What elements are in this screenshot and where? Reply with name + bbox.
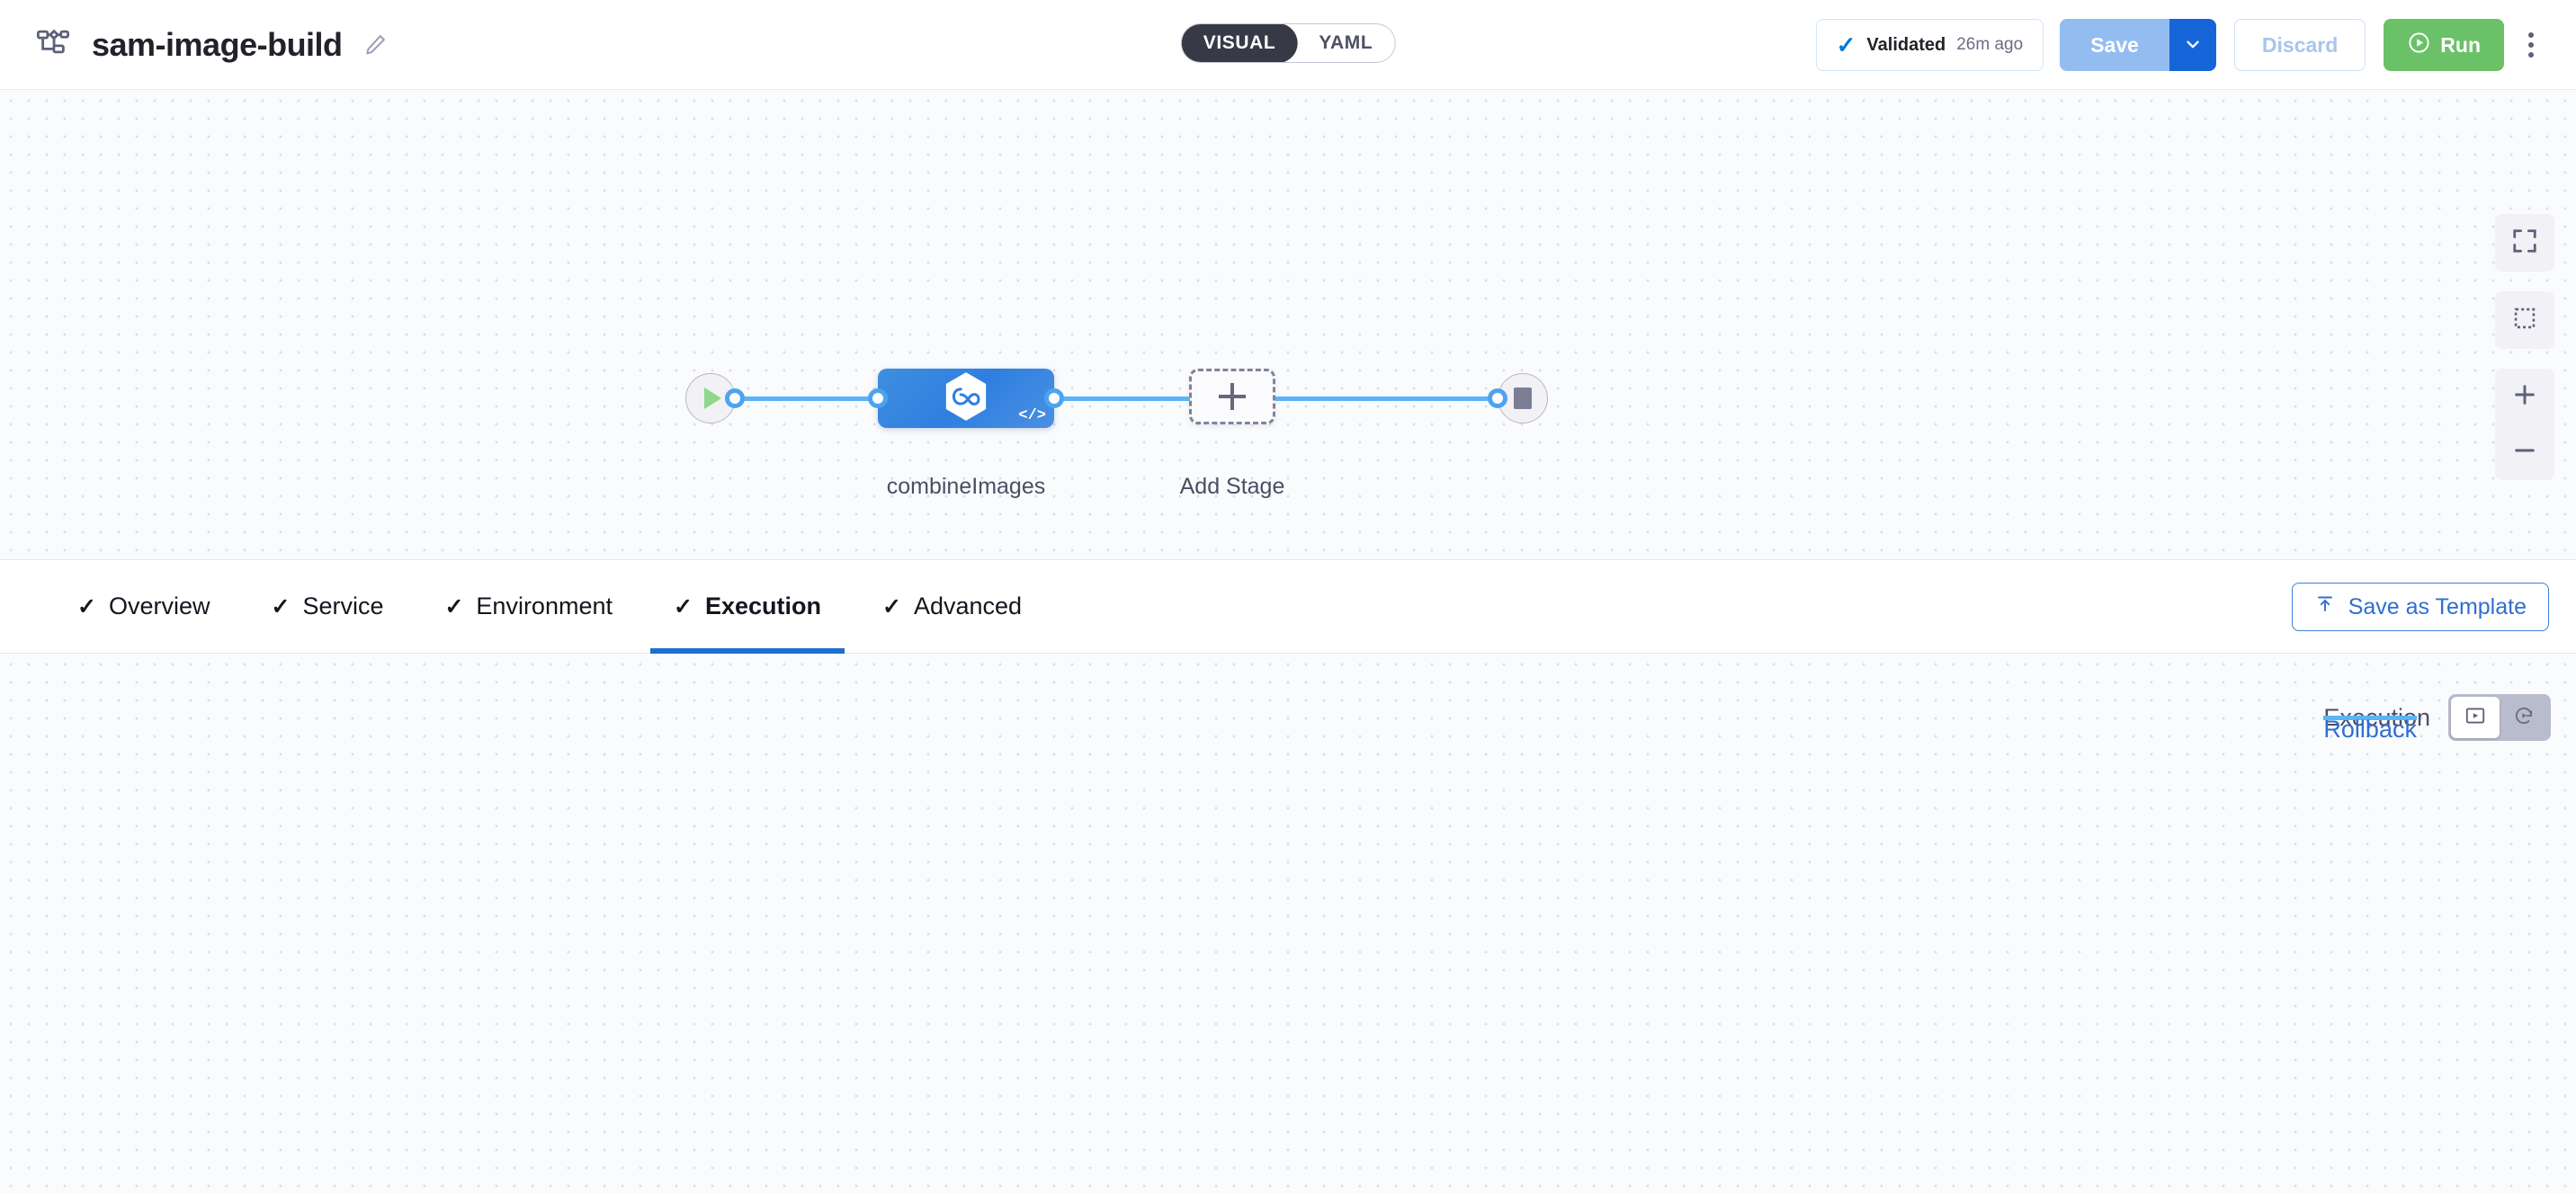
tab-execution[interactable]: ✓ Execution <box>643 559 852 654</box>
check-icon: ✓ <box>674 593 693 619</box>
execution-rollback-switch[interactable] <box>2448 694 2551 741</box>
plus-icon <box>1219 383 1246 410</box>
selection-box-button[interactable] <box>2495 291 2554 349</box>
stage-node-label: combineImages <box>886 474 1046 499</box>
harness-hexagon-icon <box>943 371 989 426</box>
tab-advanced-label: Advanced <box>913 593 1023 619</box>
upload-template-icon <box>2314 593 2336 621</box>
tab-service-label: Service <box>302 593 384 619</box>
connector-stage-to-add <box>1055 397 1190 401</box>
app-header: sam-image-build VISUAL YAML ✓ Validated … <box>0 0 2576 90</box>
chevron-down-icon <box>2183 34 2203 57</box>
status-badge: ✓ Validated 26m ago <box>1815 19 2044 71</box>
header-left-group: sam-image-build <box>34 26 388 64</box>
add-stage-button[interactable] <box>1189 369 1275 424</box>
execution-play-icon <box>2464 704 2487 732</box>
add-stage-label: Add Stage <box>1179 474 1285 499</box>
run-label: Run <box>2440 32 2481 57</box>
rollback-mode-button[interactable] <box>2500 697 2548 738</box>
tab-advanced[interactable]: ✓ Advanced <box>852 559 1052 654</box>
tab-yaml[interactable]: YAML <box>1319 32 1373 53</box>
run-button[interactable]: Run <box>2384 19 2504 71</box>
tab-list: ✓ Overview ✓ Service ✓ Environment ✓ Exe… <box>47 559 1052 654</box>
save-dropdown-button[interactable] <box>2169 19 2216 71</box>
play-circle-icon <box>2407 31 2431 60</box>
pencil-icon[interactable] <box>362 32 388 58</box>
check-icon: ✓ <box>444 593 464 619</box>
validated-label: Validated <box>1866 34 1946 55</box>
canvas-zoom-controls <box>2495 214 2554 480</box>
start-output-port[interactable] <box>725 388 745 408</box>
minus-icon <box>2510 436 2539 469</box>
fit-screen-button[interactable] <box>2495 214 2554 272</box>
pipeline-flow-icon <box>34 26 72 64</box>
tab-service[interactable]: ✓ Service <box>240 559 414 654</box>
save-button-group: Save <box>2060 19 2216 71</box>
check-icon: ✓ <box>271 593 291 619</box>
tab-execution-label: Execution <box>704 593 821 619</box>
save-button[interactable]: Save <box>2060 19 2169 71</box>
stage-input-port[interactable] <box>868 388 888 408</box>
stage-config-tabs: ✓ Overview ✓ Service ✓ Environment ✓ Exe… <box>0 559 2576 654</box>
rollback-icon <box>2512 704 2536 732</box>
end-input-port[interactable] <box>1488 388 1507 408</box>
header-actions: ✓ Validated 26m ago Save Discard Run <box>1815 0 2551 90</box>
tab-environment[interactable]: ✓ Environment <box>414 559 643 654</box>
rollback-toggle-label[interactable]: Rollback <box>2323 715 2417 743</box>
selection-box-icon <box>2512 306 2537 335</box>
stage-node-combineimages[interactable]: </> <box>878 369 1054 428</box>
fit-screen-icon <box>2511 227 2538 259</box>
tab-overview-label: Overview <box>108 593 210 619</box>
page-title: sam-image-build <box>92 25 343 63</box>
stage-output-port[interactable] <box>1044 388 1064 408</box>
zoom-in-button[interactable] <box>2495 369 2554 424</box>
zoom-in-out-group <box>2495 369 2554 480</box>
validated-time: 26m ago <box>1956 35 2024 54</box>
view-mode-toggle[interactable]: VISUAL YAML <box>1180 23 1396 63</box>
stage-canvas[interactable]: </> combineImages Add Stage <box>0 90 2576 559</box>
connector-add-to-end <box>1275 397 1500 401</box>
check-icon: ✓ <box>1836 31 1856 58</box>
save-as-template-label: Save as Template <box>2348 593 2527 619</box>
discard-button[interactable]: Discard <box>2233 19 2366 71</box>
save-as-template-button[interactable]: Save as Template <box>2291 583 2549 631</box>
execution-mode-button[interactable] <box>2451 697 2500 738</box>
execution-canvas[interactable]: k8s-step-group </> <box>0 654 2576 1194</box>
execution-rollback-toggle: Execution Rollback <box>2323 694 2551 743</box>
check-icon: ✓ <box>77 593 96 619</box>
check-icon: ✓ <box>881 593 901 619</box>
tab-environment-label: Environment <box>476 593 613 619</box>
tab-overview[interactable]: ✓ Overview <box>47 559 240 654</box>
tab-visual[interactable]: VISUAL <box>1181 24 1298 62</box>
connector-start-to-stage <box>736 397 878 401</box>
kebab-menu-icon[interactable] <box>2511 19 2551 71</box>
stage-code-badge: </> <box>1018 407 1046 424</box>
zoom-out-button[interactable] <box>2495 424 2554 480</box>
plus-icon <box>2510 380 2539 414</box>
